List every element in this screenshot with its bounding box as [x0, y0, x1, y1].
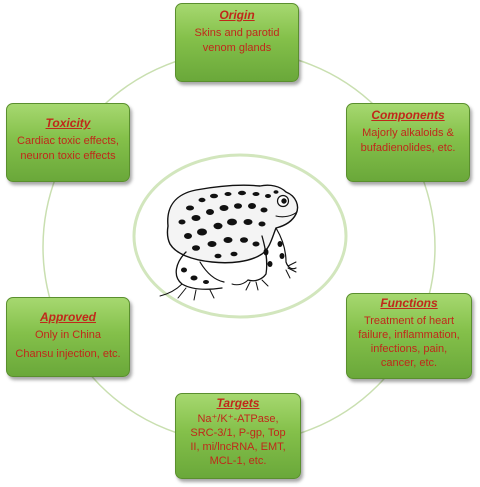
components-line-1: Majorly alkaloids & — [362, 127, 454, 139]
approved-title: Approved — [39, 310, 96, 324]
functions-box: Functions Treatment of heart failure, in… — [346, 293, 472, 379]
origin-line-1: Skins and parotid — [194, 27, 280, 39]
targets-line-1: Na⁺/K⁺-ATPase, — [197, 413, 279, 425]
components-box: Components Majorly alkaloids & bufadieno… — [346, 103, 470, 182]
toxicity-box: Toxicity Cardiac toxic effects, neuron t… — [6, 103, 130, 182]
toxicity-line-1: Cardiac toxic effects, — [17, 135, 119, 147]
targets-box: Targets Na⁺/K⁺-ATPase, SRC-3/1, P-gp, To… — [175, 393, 301, 479]
functions-line-2: failure, inflammation, — [358, 329, 460, 341]
targets-line-4: MCL-1, etc. — [209, 455, 267, 467]
toxicity-title: Toxicity — [45, 116, 91, 130]
approved-box: Approved Only in China Chansu injection,… — [6, 297, 130, 377]
functions-line-3: infections, pain, — [370, 343, 448, 355]
components-title: Components — [371, 108, 445, 122]
functions-line-4: cancer, etc. — [380, 357, 438, 369]
origin-box: Origin Skins and parotid venom glands — [175, 3, 299, 82]
origin-title: Origin — [219, 8, 255, 22]
functions-line-1: Treatment of heart — [363, 315, 455, 327]
toxicity-line-2: neuron toxic effects — [20, 150, 116, 162]
targets-line-2: SRC-3/1, P-gp, Top — [190, 427, 286, 439]
origin-line-2: venom glands — [202, 42, 272, 54]
components-line-2: bufadienolides, etc. — [360, 142, 456, 154]
approved-line-2: Chansu injection, etc. — [15, 348, 121, 360]
approved-line-1: Only in China — [34, 329, 102, 341]
targets-title: Targets — [216, 396, 260, 410]
toad-illustration — [159, 184, 299, 301]
targets-line-3: II, mi/lncRNA, EMT, — [190, 441, 286, 453]
functions-title: Functions — [380, 296, 438, 310]
